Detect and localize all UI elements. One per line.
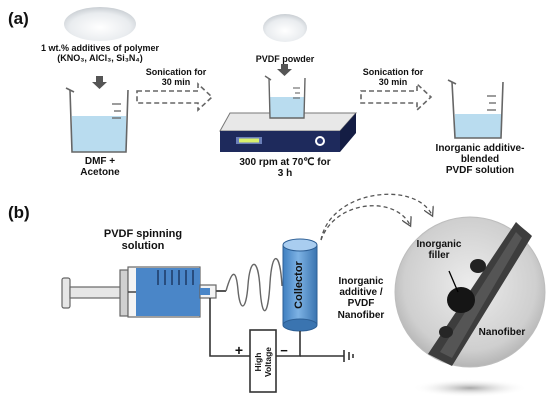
syringe — [61, 266, 226, 318]
magnetic-stirrer — [219, 112, 358, 152]
pvdf-powder-pile — [263, 14, 307, 42]
spinning-solution-label: PVDF spinning solution — [88, 228, 198, 253]
collector-drum — [282, 238, 318, 332]
sonication-1-line1: Sonication for — [145, 67, 207, 77]
final-solution-line2: blended — [460, 154, 500, 166]
sonication-2-label: Sonication for 30 min — [353, 67, 433, 87]
nanofiber-product-line1: Inorganic — [338, 276, 384, 287]
spinning-solution-line1: PVDF spinning — [103, 228, 183, 240]
down-arrow-icon — [277, 64, 292, 76]
solvent-label-line2: Acetone — [80, 167, 120, 179]
tem-micrograph — [394, 216, 546, 397]
panel-b-label: (b) — [8, 203, 30, 222]
additives-label: 1 wt.% additives of polymer (KNO₃, AlCl₃… — [24, 43, 176, 63]
ground-icon — [343, 350, 354, 362]
sonication-2-line1: Sonication for — [362, 67, 424, 77]
nanofiber-product-label: Inorganic additive / PVDF Nanofiber — [326, 276, 396, 321]
stir-condition-label: 300 rpm at 70℃ for 3 h — [215, 157, 355, 179]
sonication-1-line2: 30 min — [161, 77, 191, 88]
collector-label: Collector — [293, 261, 305, 309]
zoom-arrow-2 — [320, 205, 410, 241]
down-arrow-icon — [92, 76, 107, 89]
sonication-1-label: Sonication for 30 min — [136, 67, 216, 87]
solvent-label: DMF + Acetone — [60, 156, 140, 178]
beaker-final-solution — [447, 79, 504, 139]
additives-label-line1: 1 wt.% additives of polymer — [40, 43, 160, 53]
final-solution-line1: Inorganic additive- — [435, 143, 525, 154]
beaker-on-stirrer — [264, 75, 306, 119]
beaker-dmf-acetone — [65, 87, 129, 153]
minus-terminal: − — [280, 343, 288, 358]
stir-condition-line2: 3 h — [277, 168, 293, 180]
tem-filler-label: Inorganic filler — [404, 239, 474, 261]
tem-filler-line2: filler — [428, 250, 450, 262]
nanofiber-product-line4: Nanofiber — [337, 309, 385, 321]
high-voltage-line2: Voltage — [262, 346, 273, 378]
sonication-arrow-2 — [360, 82, 433, 112]
solvent-label-line1: DMF + — [84, 156, 116, 167]
nanofiber-product-line3: PVDF — [347, 298, 375, 310]
plus-terminal: + — [234, 342, 244, 358]
circuit-wires — [209, 298, 344, 357]
panel-a-label: (a) — [8, 9, 29, 28]
tem-filler-line1: Inorganic — [416, 239, 462, 250]
pvdf-powder-label: PVDF powder — [255, 54, 315, 64]
high-voltage-box — [249, 329, 277, 393]
stir-condition-line1: 300 rpm at 70℃ for — [239, 157, 331, 168]
final-solution-line3: PVDF solution — [445, 165, 515, 177]
nanofiber-product-line2: additive / — [339, 287, 383, 299]
sonication-arrow-1 — [136, 82, 214, 112]
additives-label-line2: (KNO₃, AlCl₃, Si₃N₄) — [57, 53, 143, 64]
electrospinning-jet — [225, 258, 283, 312]
zoom-arrow-1 — [320, 193, 432, 241]
sonication-2-line2: 30 min — [378, 77, 408, 88]
tem-nanofiber-label: Nanofiber — [478, 327, 526, 338]
high-voltage-label: High Voltage — [253, 332, 273, 392]
spinning-solution-line2: solution — [121, 240, 165, 253]
additive-powder-pile — [64, 7, 136, 41]
final-solution-label: Inorganic additive- blended PVDF solutio… — [418, 143, 542, 177]
